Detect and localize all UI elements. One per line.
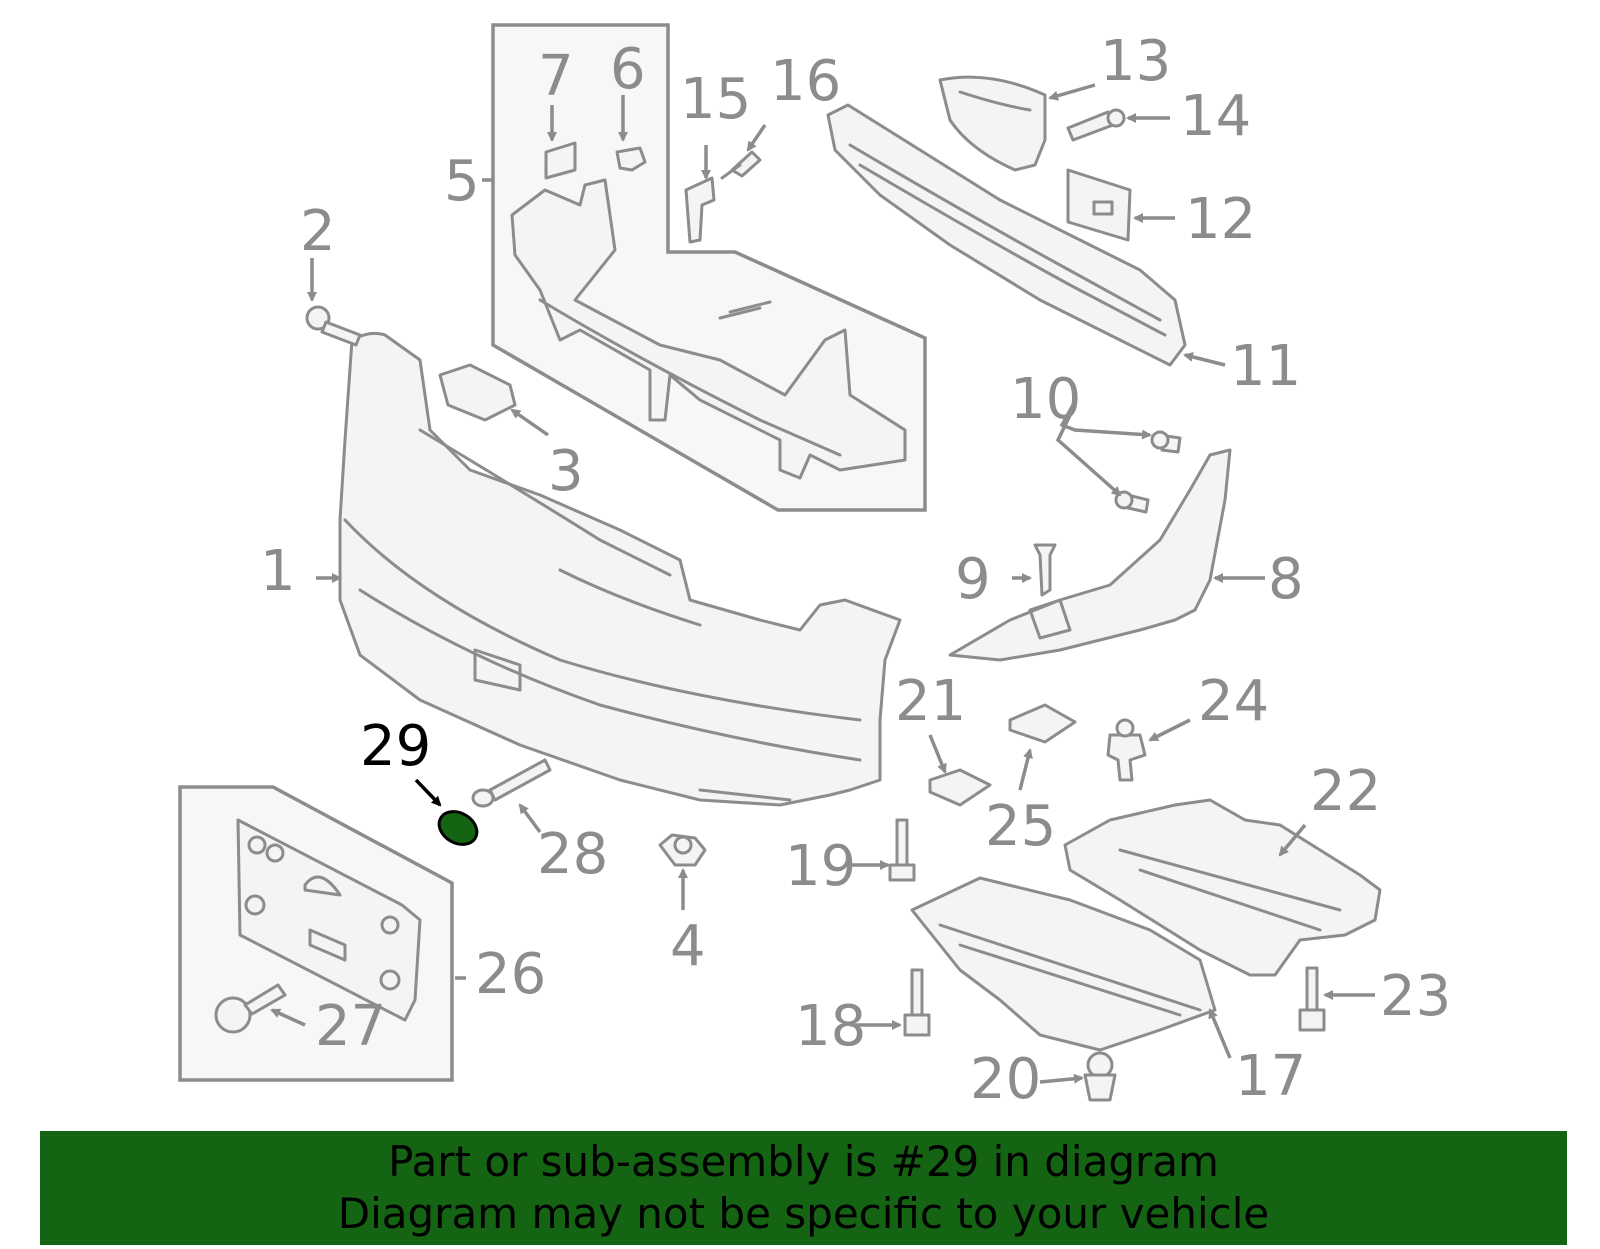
callout-9: 9 (955, 547, 991, 612)
plate-12-part[interactable] (1066, 168, 1132, 242)
license-bracket-26-part[interactable] (236, 818, 422, 1022)
callout-24: 24 (1198, 669, 1269, 734)
deflector-13-part[interactable] (938, 75, 1047, 172)
clip-25-part[interactable] (1008, 703, 1077, 744)
pushpin-20-part[interactable] (1083, 1051, 1117, 1102)
callout-14: 14 (1180, 84, 1251, 149)
reinforcement-beam-part[interactable] (510, 178, 907, 480)
bolt-14-part[interactable] (1066, 108, 1126, 142)
info-banner: Part or sub-assembly is #29 in diagram D… (40, 1131, 1567, 1245)
callout-22: 22 (1310, 759, 1381, 824)
callout-29-highlighted: 29 (360, 714, 431, 779)
bolt-19-part[interactable] (888, 818, 916, 882)
callout-6: 6 (610, 37, 646, 102)
callout-8: 8 (1268, 547, 1304, 612)
callout-11: 11 (1230, 334, 1301, 399)
undercover-22-part[interactable] (1063, 798, 1382, 977)
callout-10: 10 (1010, 367, 1081, 432)
callout-16: 16 (770, 49, 841, 114)
callout-17: 17 (1235, 1044, 1306, 1109)
callout-19: 19 (785, 834, 856, 899)
callout-18: 18 (795, 994, 866, 1059)
callout-labels: 1 2 3 4 5 6 7 8 9 10 11 12 13 14 15 16 1… (260, 29, 1451, 1112)
leader-lines (270, 83, 1375, 1084)
pushpin-9-part[interactable] (1033, 543, 1057, 597)
callout-25: 25 (985, 794, 1056, 859)
screw-27-part[interactable] (214, 983, 287, 1034)
callout-26: 26 (475, 942, 546, 1007)
callout-20: 20 (970, 1047, 1041, 1112)
label-7-part[interactable] (544, 141, 577, 180)
bolt-2-part[interactable] (305, 305, 362, 347)
bolt-23-part[interactable] (1298, 966, 1326, 1032)
cap-29-part-highlighted[interactable] (433, 805, 483, 851)
grille-11-part[interactable] (826, 103, 1187, 367)
bolt-16-part[interactable] (720, 150, 762, 180)
callout-12: 12 (1185, 187, 1256, 252)
callout-13: 13 (1100, 29, 1171, 94)
callout-23: 23 (1380, 964, 1451, 1029)
callout-4: 4 (670, 914, 706, 979)
bracket-3-part[interactable] (438, 363, 517, 422)
callout-2: 2 (300, 199, 336, 264)
rod-28-part[interactable] (471, 758, 552, 808)
lower-bracket-8-part[interactable] (948, 448, 1232, 662)
callout-1: 1 (260, 539, 296, 604)
bolt-18-part[interactable] (903, 968, 931, 1037)
callout-28: 28 (537, 822, 608, 887)
pushpin-24-part[interactable] (1106, 718, 1147, 782)
callout-3: 3 (548, 439, 584, 504)
bumper-cover-part[interactable] (338, 331, 902, 807)
clip-10-part[interactable] (1114, 430, 1182, 514)
banner-line-2: Diagram may not be specific to your vehi… (337, 1189, 1270, 1238)
grommet-4-part[interactable] (658, 833, 707, 867)
callout-27: 27 (315, 994, 386, 1059)
callout-5: 5 (444, 149, 480, 214)
callout-21: 21 (895, 669, 966, 734)
clip-6-part[interactable] (615, 146, 647, 172)
clip-21-part[interactable] (928, 768, 992, 807)
bracket-15-part[interactable] (684, 176, 716, 244)
banner-line-1: Part or sub-assembly is #29 in diagram (388, 1137, 1219, 1186)
exploded-parts-diagram: 1 2 3 4 5 6 7 8 9 10 11 12 13 14 15 16 1… (178, 23, 1451, 1112)
undercover-17-part[interactable] (910, 876, 1217, 1052)
callout-15: 15 (680, 67, 751, 132)
callout-7: 7 (538, 44, 574, 109)
